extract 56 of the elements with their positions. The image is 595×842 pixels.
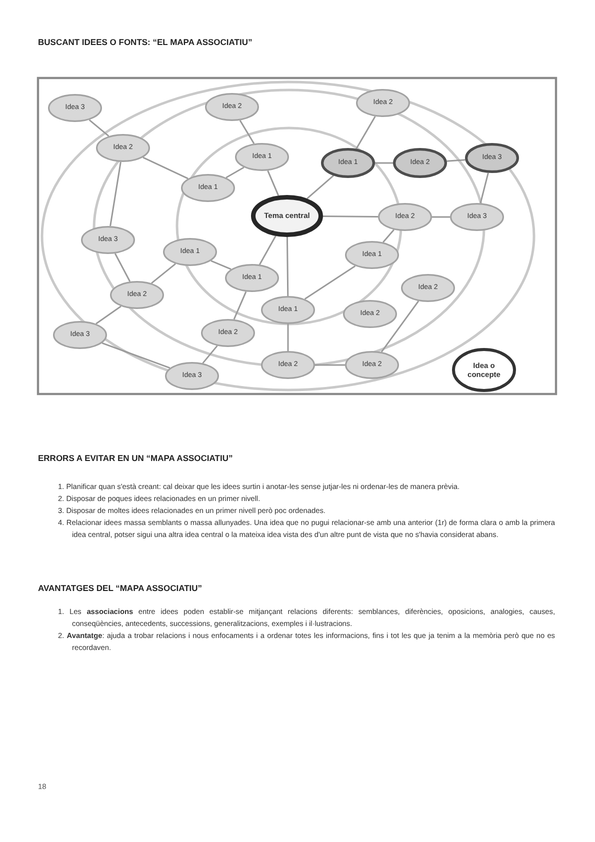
- idea-bubble: [401, 274, 455, 302]
- concept-circle: [452, 348, 516, 392]
- idea-bubble: [393, 148, 447, 178]
- idea-bubble: [181, 174, 235, 202]
- idea-bubble: [465, 143, 519, 173]
- connector-line: [114, 253, 131, 282]
- idea-bubble: [356, 89, 410, 117]
- idea-bubble: [450, 203, 504, 231]
- idea-bubble: [96, 134, 150, 162]
- connector-line: [480, 172, 489, 204]
- connector-line: [258, 236, 276, 265]
- idea-bubble: [110, 281, 164, 309]
- connector-line: [142, 156, 188, 180]
- idea-bubble: [343, 300, 397, 328]
- connector-line: [233, 291, 247, 320]
- connector-line: [102, 342, 170, 369]
- connector-line: [375, 162, 393, 164]
- connector-line: [287, 324, 289, 351]
- connector-line: [446, 159, 466, 162]
- connector-line: [210, 260, 232, 270]
- connector-line: [382, 229, 394, 243]
- section-heading: AVANTATGES DEL “MAPA ASSOCIATIU”: [38, 583, 202, 593]
- connector-line: [151, 263, 176, 284]
- idea-bubble: [345, 351, 399, 379]
- idea-bubble: [235, 143, 289, 171]
- idea-bubble: [165, 362, 219, 390]
- connector-line: [286, 236, 289, 296]
- idea-bubble: [81, 226, 135, 254]
- connector-line: [315, 364, 345, 366]
- connector-line: [226, 166, 244, 178]
- section-heading: ERRORS A EVITAR EN UN “MAPA ASSOCIATIU”: [38, 453, 233, 463]
- connector-line: [306, 175, 334, 200]
- idea-bubble: [48, 94, 102, 122]
- connector-line: [110, 162, 122, 226]
- connector-line: [323, 216, 378, 218]
- idea-bubble: [321, 148, 375, 178]
- idea-bubble: [205, 93, 259, 121]
- idea-bubble: [53, 321, 107, 349]
- idea-bubble: [345, 241, 399, 269]
- connector-line: [304, 265, 356, 300]
- connector-line: [432, 216, 450, 218]
- idea-bubble: [378, 203, 432, 231]
- connector-line: [202, 345, 218, 364]
- idea-bubble: [201, 319, 255, 347]
- connector-line: [88, 119, 110, 137]
- idea-bubble: [163, 238, 217, 266]
- connector-line: [267, 170, 280, 196]
- central-topic-bubble: [251, 195, 323, 237]
- connector-line: [96, 306, 122, 324]
- page-title: BUSCANT IDEES O FONTS: “EL MAPA ASSOCIATIU”: [38, 37, 252, 47]
- connector-line: [380, 300, 420, 352]
- idea-bubble: [261, 296, 315, 324]
- connector-line: [239, 120, 255, 144]
- idea-bubble: [261, 351, 315, 379]
- idea-bubble: [225, 264, 279, 292]
- connector-line: [356, 116, 376, 150]
